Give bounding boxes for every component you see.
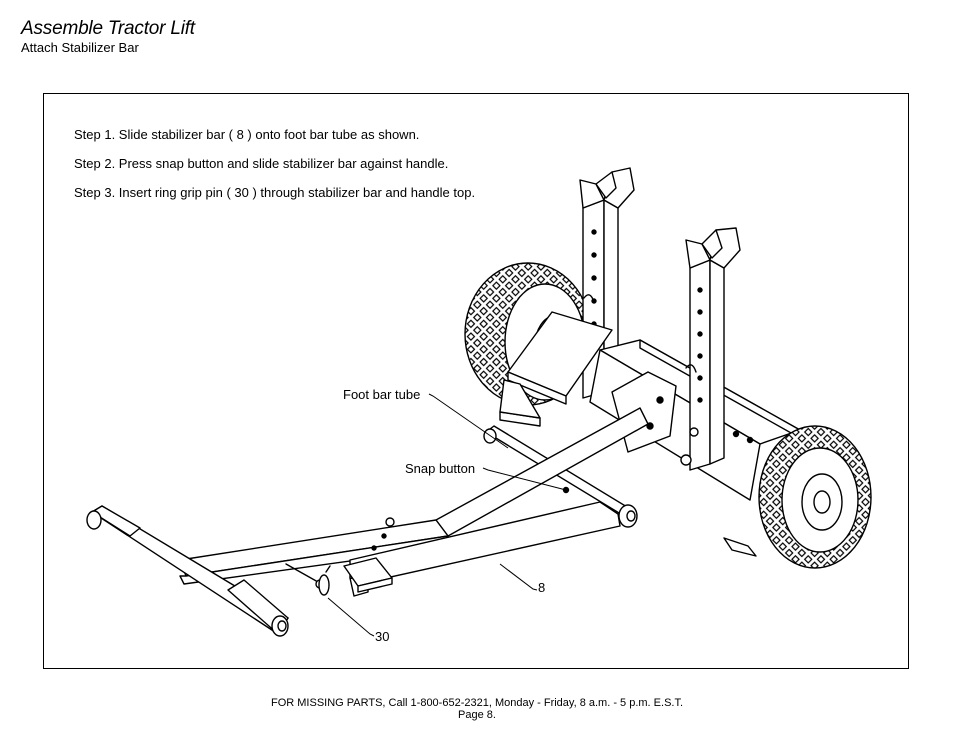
step-1: Step 1. Slide stabilizer bar ( 8 ) onto …	[74, 127, 420, 142]
leader-lines	[327, 393, 567, 637]
t-grip	[86, 505, 289, 637]
footer-contact: FOR MISSING PARTS, Call 1-800-652-2321, …	[270, 697, 684, 709]
step-3: Step 3. Insert ring grip pin ( 30 ) thro…	[74, 185, 476, 200]
callout-snap-button: Snap button	[405, 461, 476, 476]
callout-part-8: 8	[538, 580, 546, 595]
page-subtitle: Attach Stabilizer Bar	[21, 40, 139, 55]
front-post	[680, 227, 741, 471]
step-2: Step 2. Press snap button and slide stab…	[74, 156, 449, 171]
stabilizer-bar	[343, 501, 621, 597]
rear-bracket	[499, 311, 613, 427]
page-title: Assemble Tractor Lift	[21, 18, 195, 39]
ring-grip-pin	[285, 563, 331, 596]
illustration-frame	[43, 93, 909, 669]
callout-part-30: 30	[375, 629, 390, 644]
footer-page-number: Page 8.	[458, 709, 496, 721]
handle-knob	[385, 517, 395, 527]
callout-foot-bar-tube: Foot bar tube	[343, 387, 421, 402]
front-wheel	[723, 425, 872, 569]
